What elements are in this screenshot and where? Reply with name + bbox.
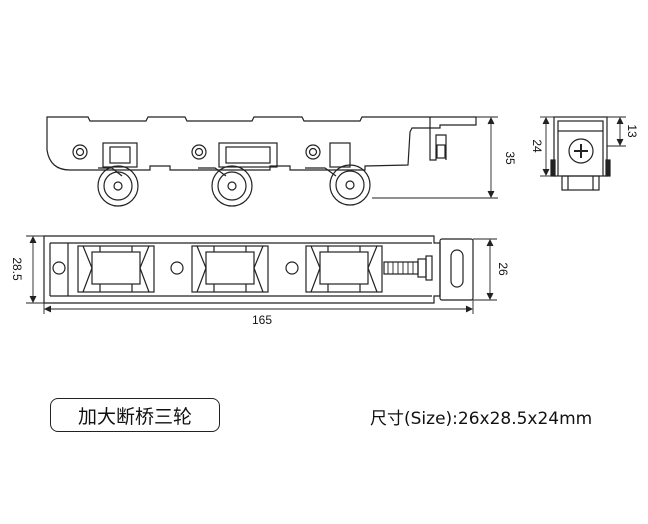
top-view-right-width-label: 26 bbox=[496, 262, 510, 276]
product-name-box: 加大断桥三轮 bbox=[50, 398, 220, 432]
top-view-right-width-dimension bbox=[473, 238, 497, 301]
top-view-slot bbox=[450, 249, 464, 288]
end-view-height-label: 24 bbox=[530, 139, 544, 153]
top-view-length-dimension bbox=[43, 300, 474, 314]
top-view-end-plate bbox=[439, 238, 474, 301]
top-view-length-label: 165 bbox=[252, 313, 272, 327]
top-view-holes bbox=[52, 261, 299, 275]
side-view-height-label: 35 bbox=[503, 151, 517, 165]
end-view: 24 13 bbox=[530, 116, 639, 191]
end-view-screw-icon bbox=[568, 138, 594, 164]
side-view-carriers bbox=[102, 142, 351, 168]
top-view-width-dimension bbox=[26, 235, 44, 304]
end-view-upper-dimension bbox=[607, 116, 626, 147]
size-label: 尺寸(Size):26x28.5x24mm bbox=[370, 409, 593, 429]
top-view-adjust-screw-icon bbox=[383, 255, 433, 281]
side-view-height-dimension bbox=[372, 116, 498, 199]
end-view-height-dimension bbox=[540, 116, 554, 177]
side-view-end-block bbox=[436, 144, 446, 159]
side-view-bolt-holes bbox=[72, 144, 321, 160]
side-view-housing bbox=[46, 116, 477, 171]
top-view-wheel-cages bbox=[77, 245, 383, 293]
product-name: 加大断桥三轮 bbox=[77, 405, 192, 428]
side-view-end-bracket bbox=[429, 117, 447, 161]
top-view-width-label: 28.5 bbox=[10, 257, 24, 281]
top-view: 28.5 26 165 bbox=[10, 235, 510, 327]
side-view-wheels bbox=[97, 164, 371, 207]
end-view-upper-label: 13 bbox=[625, 124, 639, 138]
side-view: 35 bbox=[46, 116, 517, 207]
